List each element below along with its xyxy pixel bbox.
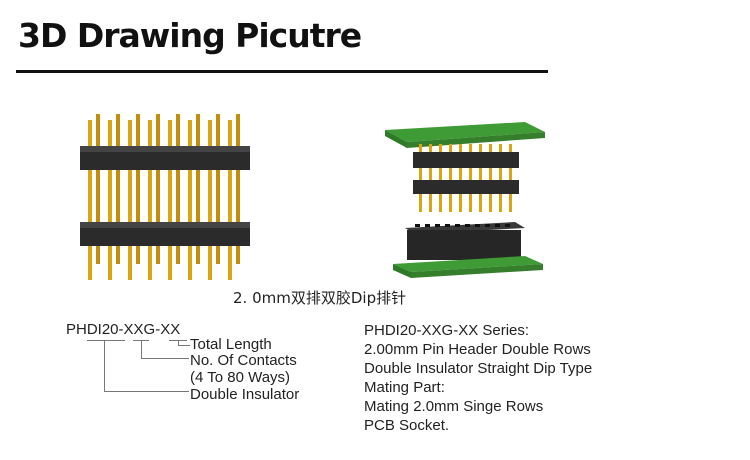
pin — [136, 114, 140, 264]
pin — [168, 120, 172, 280]
leader-contacts — [141, 340, 142, 358]
label-total-length: Total Length — [190, 336, 272, 353]
socket-hole — [435, 224, 440, 227]
pin — [148, 120, 152, 280]
pin — [88, 120, 92, 280]
assembly-lower-pins — [419, 194, 512, 212]
pin — [128, 120, 132, 280]
pin — [176, 114, 180, 264]
socket-hole — [465, 224, 470, 227]
pin — [429, 144, 432, 202]
pin-header-illustration — [80, 114, 250, 280]
pin — [489, 194, 492, 212]
description-line: PCB Socket. — [364, 417, 450, 434]
pin — [228, 120, 232, 280]
description-line: 2.00mm Pin Header Double Rows — [364, 341, 591, 358]
pin — [479, 194, 482, 212]
socket-hole — [445, 224, 450, 227]
description-line: Mating 2.0mm Singe Rows — [364, 398, 544, 415]
pin — [509, 144, 512, 202]
assembly-insulator-upper — [413, 152, 519, 168]
socket-hole — [415, 224, 420, 227]
pin — [156, 114, 160, 264]
title-underline — [16, 70, 548, 73]
upper-insulator — [80, 146, 250, 170]
part-code: PHDI20-XXG-XX — [66, 321, 181, 338]
top-pcb — [385, 122, 545, 148]
lower-insulator — [80, 222, 250, 246]
description-line: Double Insulator Straight Dip Type — [364, 360, 593, 377]
label-contacts: No. Of Contacts — [190, 352, 297, 369]
pin — [208, 120, 212, 280]
pin — [469, 194, 472, 212]
assembly-insulator-lower — [413, 180, 519, 194]
pin — [196, 114, 200, 264]
socket-hole — [425, 224, 430, 227]
underline-prefix — [87, 340, 125, 341]
product-description: PHDI20-XXG-XX Series: 2.00mm Pin Header … — [364, 321, 592, 435]
pin — [419, 144, 422, 202]
pin — [499, 144, 502, 202]
pin — [489, 144, 492, 202]
pin — [439, 144, 442, 202]
leader-total-length — [178, 340, 179, 346]
pin — [469, 144, 472, 202]
figure-caption: 2. 0mm双排双胶Dip排针 — [233, 289, 407, 307]
pin — [479, 144, 482, 202]
pin — [439, 194, 442, 212]
pin — [96, 114, 100, 264]
socket-hole — [495, 224, 500, 227]
pin — [509, 194, 512, 212]
pin — [449, 144, 452, 202]
label-ways: (4 To 80 Ways) — [190, 369, 291, 386]
pin — [459, 194, 462, 212]
pin — [449, 194, 452, 212]
pin — [236, 114, 240, 264]
pin — [108, 120, 112, 280]
header-pins — [88, 114, 240, 280]
socket-body — [405, 222, 525, 260]
pin — [188, 120, 192, 280]
leader-insulator — [104, 340, 105, 392]
page-title: 3D Drawing Picutre — [18, 16, 362, 55]
pin — [419, 194, 422, 212]
socket-hole — [485, 224, 490, 227]
description-line: Mating Part: — [364, 379, 445, 396]
label-insulator: Double Insulator — [190, 386, 300, 403]
pin — [116, 114, 120, 264]
pin — [459, 144, 462, 202]
pin — [429, 194, 432, 212]
description-line: PHDI20-XXG-XX Series: — [364, 322, 530, 339]
pin — [216, 114, 220, 264]
mated-assembly-illustration — [385, 122, 545, 278]
pin — [499, 194, 502, 212]
assembly-upper-pins — [419, 144, 512, 202]
bottom-pcb — [393, 256, 543, 278]
socket-hole — [475, 224, 480, 227]
socket-hole — [505, 224, 510, 227]
socket-hole — [455, 224, 460, 227]
